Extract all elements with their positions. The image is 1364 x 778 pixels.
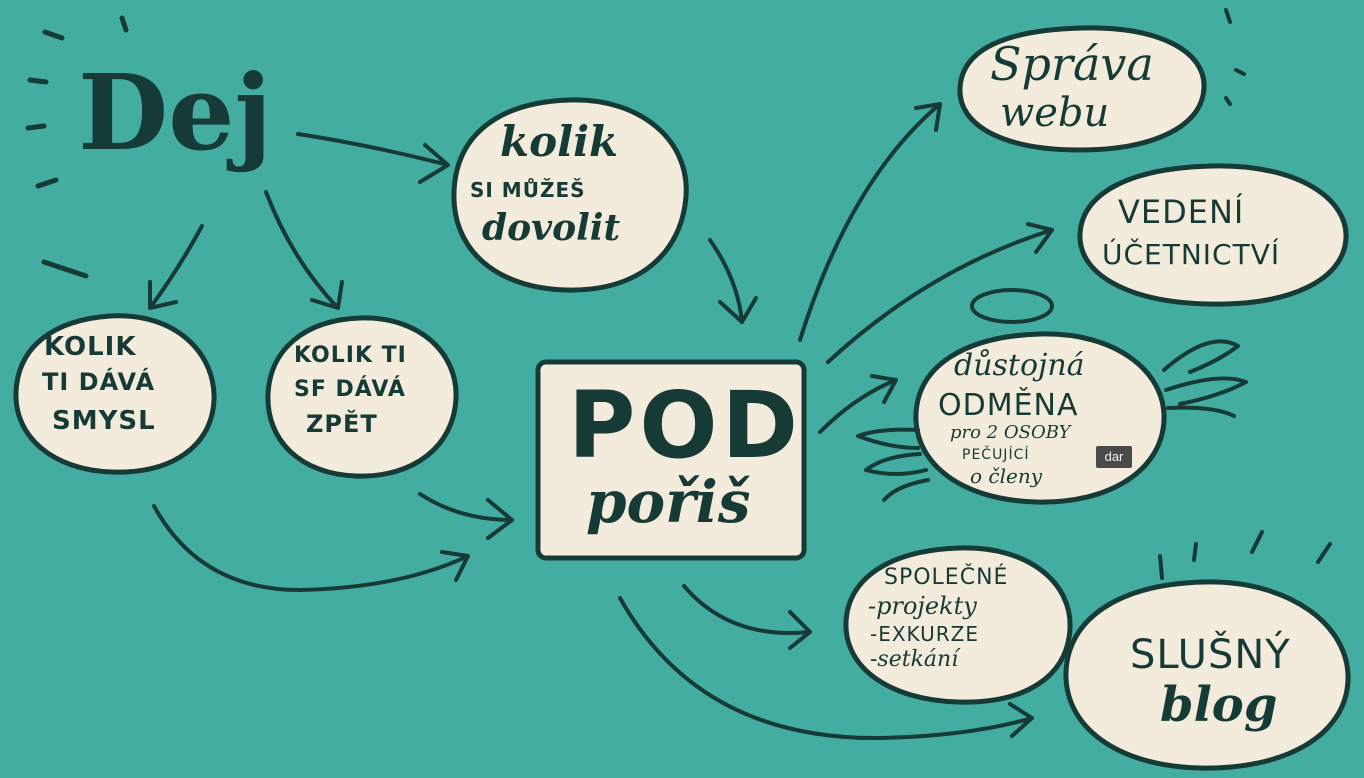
zpet-label-3: ZPĚT bbox=[306, 410, 378, 438]
spolecne-label-2: -projekty bbox=[868, 592, 977, 620]
spolecne-label-4: -setkání bbox=[870, 647, 959, 672]
bubble-blog bbox=[1063, 579, 1351, 771]
spolecne-label-3: -EXKURZE bbox=[870, 622, 980, 646]
bubble-smysl bbox=[13, 313, 217, 475]
arrow-dej-to-zpet bbox=[264, 190, 344, 310]
dej-title: Dej bbox=[78, 51, 272, 174]
odmena-label-3: pro 2 OSOBY bbox=[950, 422, 1071, 443]
bubble-zpet bbox=[265, 315, 459, 479]
odmena-label-1: důstojná bbox=[954, 348, 1085, 383]
sprava-label-2: webu bbox=[1000, 90, 1110, 136]
arrow-pod-to-sprava bbox=[798, 102, 942, 342]
halo-icon bbox=[970, 288, 1054, 324]
wing-left-icon bbox=[856, 427, 930, 502]
vedeni-label-2: ÚČETNICTVÍ bbox=[1102, 238, 1281, 271]
zpet-label-2: SF DÁVÁ bbox=[294, 377, 406, 402]
bubble-kolik-muzes bbox=[451, 97, 689, 293]
blog-label-1: SLUŠNÝ bbox=[1130, 632, 1291, 678]
arrow-pod-to-odmena bbox=[818, 374, 898, 434]
odmena-label-5: o členy bbox=[970, 464, 1043, 488]
tooltip-dar: dar bbox=[1096, 446, 1132, 468]
sprava-label-1: Správa bbox=[990, 37, 1154, 91]
spolecne-label-1: SPOLEČNÉ bbox=[884, 565, 1009, 590]
arrow-dej-to-smysl bbox=[148, 224, 204, 310]
pod-title: POD bbox=[568, 372, 803, 479]
pod-subtitle: pořiš bbox=[586, 468, 751, 536]
blog-label-2: blog bbox=[1160, 677, 1278, 733]
pod-box bbox=[535, 359, 807, 561]
smysl-label-3: SMYSL bbox=[52, 406, 156, 436]
arrow-dej-to-kolik bbox=[296, 132, 450, 184]
odmena-label-2: ODMĚNA bbox=[938, 388, 1079, 423]
kolik-label-2: SI MŮŽEŠ bbox=[470, 178, 586, 202]
bubble-spolecne bbox=[843, 545, 1073, 705]
arrow-pod-to-spolecne bbox=[682, 584, 812, 650]
kolik-label-3: dovolit bbox=[482, 207, 621, 249]
arrow-pod-to-blog bbox=[618, 596, 1034, 741]
wing-right-icon bbox=[1162, 339, 1248, 418]
sparkle-marks bbox=[1158, 8, 1332, 580]
arrow-smysl-to-pod bbox=[152, 504, 470, 592]
arrow-zpet-to-pod bbox=[418, 492, 514, 540]
kolik-label-1: kolik bbox=[500, 117, 619, 166]
dej-sparkles bbox=[25, 15, 129, 279]
arrow-pod-to-vedeni bbox=[826, 222, 1054, 364]
bubble-vedeni bbox=[1077, 163, 1349, 307]
vedeni-label-1: VEDENÍ bbox=[1118, 193, 1245, 231]
smysl-label-1: KOLIK bbox=[44, 332, 137, 362]
odmena-label-4: PEČUJÍCÍ bbox=[962, 447, 1030, 463]
bubble-sprava bbox=[957, 25, 1207, 153]
arrow-kolik-to-pod bbox=[708, 238, 758, 324]
smysl-label-2: TI DÁVÁ bbox=[42, 368, 156, 396]
zpet-label-1: KOLIK TI bbox=[294, 343, 407, 368]
